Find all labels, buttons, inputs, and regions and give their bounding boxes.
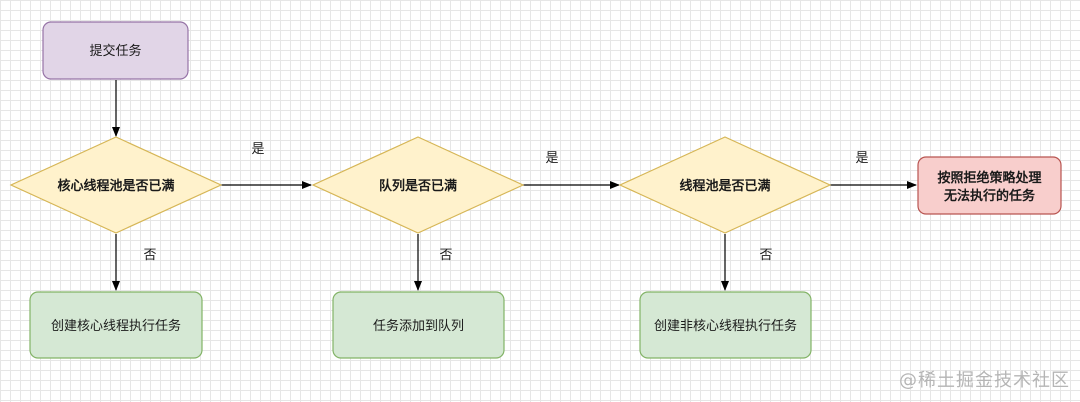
decision-core-pool-full[interactable]: 核心线程池是否已满 (9, 136, 223, 234)
process-create-noncore-thread-shape (639, 291, 812, 359)
process-create-core-thread-label: 创建核心线程执行任务 (51, 318, 181, 334)
reject-node[interactable]: 按照拒绝策略处理 无法执行的任务 (917, 156, 1062, 215)
decision-pool-full-shape (618, 136, 832, 234)
decision-queue-full[interactable]: 队列是否已满 (311, 136, 525, 234)
process-add-to-queue-shape (332, 291, 505, 359)
decision-core-pool-full-label: 核心线程池是否已满 (57, 178, 174, 194)
edge-label-yes-3: 是 (855, 151, 868, 166)
edges (112, 80, 917, 291)
edge-label-yes-2: 是 (545, 151, 558, 166)
edge-label-no-3: 否 (759, 248, 772, 263)
start-node-label: 提交任务 (89, 43, 141, 59)
edge-label-yes-1: 是 (251, 142, 264, 157)
reject-node-label-line1: 按照拒绝策略处理 (937, 170, 1041, 186)
process-create-core-thread-shape (29, 291, 203, 359)
decision-pool-full[interactable]: 线程池是否已满 (618, 136, 832, 234)
start-node[interactable]: 提交任务 (42, 21, 189, 80)
decision-queue-full-label: 队列是否已满 (379, 178, 457, 194)
reject-node-label-line2: 无法执行的任务 (943, 188, 1036, 204)
process-add-to-queue[interactable]: 任务添加到队列 (332, 291, 505, 359)
process-create-noncore-thread-label: 创建非核心线程执行任务 (654, 318, 797, 334)
process-add-to-queue-label: 任务添加到队列 (373, 318, 464, 334)
watermark-text: @稀土掘金技术社区 (899, 370, 1070, 391)
decision-core-pool-full-shape (9, 136, 223, 234)
process-create-noncore-thread[interactable]: 创建非核心线程执行任务 (639, 291, 812, 359)
reject-node-shape (917, 156, 1062, 215)
decision-pool-full-label: 线程池是否已满 (679, 178, 770, 194)
edge-label-no-1: 否 (143, 248, 156, 263)
start-node-shape (42, 21, 189, 80)
process-create-core-thread[interactable]: 创建核心线程执行任务 (29, 291, 203, 359)
decision-queue-full-shape (311, 136, 525, 234)
edge-label-no-2: 否 (439, 248, 452, 263)
